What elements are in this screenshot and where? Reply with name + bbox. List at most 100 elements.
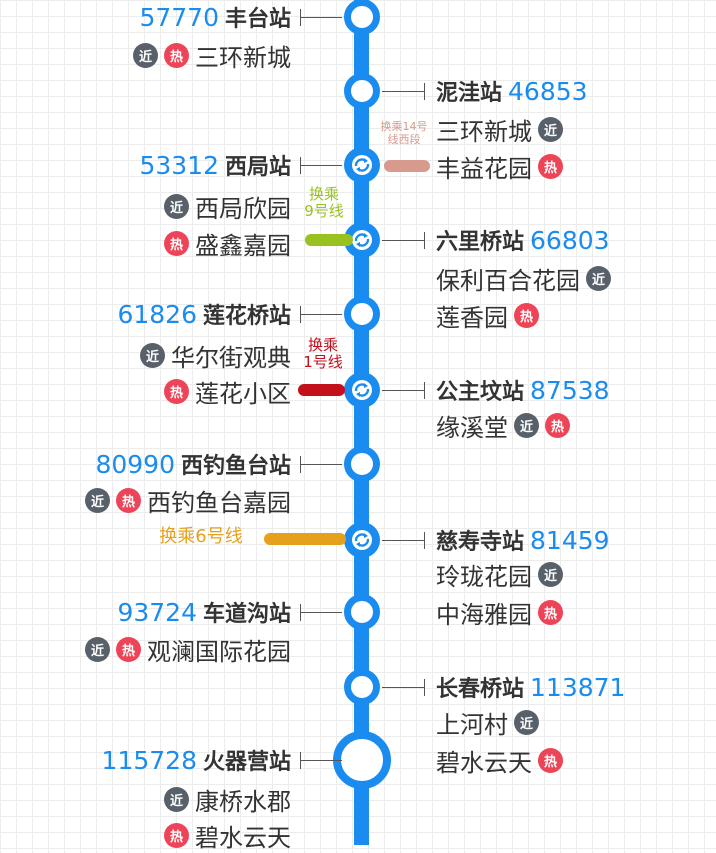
near-badge-icon: 近: [85, 487, 110, 513]
station-name: 莲花桥站: [202, 304, 291, 329]
community-item[interactable]: 近热观澜国际花园: [0, 632, 291, 666]
transfer-connector: [305, 234, 353, 246]
station-tick: [382, 83, 425, 100]
station-name: 西钓鱼台站: [180, 454, 291, 479]
community-item[interactable]: 近康桥水郡: [0, 782, 291, 816]
station-tick: [382, 382, 425, 399]
community-name: 盛鑫嘉园: [195, 231, 291, 260]
community-name: 三环新城: [436, 117, 532, 146]
community-item[interactable]: 三环新城近: [436, 112, 716, 146]
hot-badge-icon: 热: [164, 378, 189, 404]
passenger-count: 53312: [139, 150, 219, 180]
near-badge-icon: 近: [85, 636, 110, 662]
community-name: 莲花小区: [195, 379, 291, 408]
community-item[interactable]: 保利百合花园近: [436, 261, 716, 295]
hot-badge-icon: 热: [116, 487, 141, 513]
hot-badge-icon: 热: [116, 636, 141, 662]
near-badge-icon: 近: [164, 786, 189, 812]
hot-badge-icon: 热: [538, 747, 563, 773]
station-name: 丰台站: [224, 7, 291, 32]
station-tick: [300, 157, 342, 174]
station-name: 六里桥站: [436, 230, 525, 255]
station-name: 公主坟站: [436, 380, 525, 405]
transfer-station-icon[interactable]: [344, 147, 380, 183]
community-item[interactable]: 玲珑花园近: [436, 557, 716, 591]
transfer-label: 换乘14号线西段: [380, 120, 428, 146]
station-node[interactable]: [344, 0, 380, 35]
station-name: 慈寿寺站: [436, 530, 525, 555]
hot-badge-icon: 热: [164, 822, 189, 848]
transfer-station-icon[interactable]: [344, 222, 380, 258]
station-node[interactable]: [344, 296, 380, 332]
near-badge-icon: 近: [164, 193, 189, 219]
station-tick: [382, 232, 425, 249]
community-name: 康桥水郡: [195, 787, 291, 816]
hot-badge-icon: 热: [164, 42, 189, 68]
community-item[interactable]: 缘溪堂近热: [436, 408, 716, 442]
community-name: 西局欣园: [195, 194, 291, 223]
community-name: 保利百合花园: [436, 266, 580, 295]
station-tick: [300, 752, 342, 769]
community-name: 莲香园: [436, 303, 508, 332]
near-badge-icon: 近: [538, 116, 563, 142]
community-name: 碧水云天: [195, 823, 291, 852]
passenger-count: 115728: [101, 745, 197, 775]
community-name: 华尔街观典: [171, 343, 291, 372]
station-tick: [300, 306, 342, 323]
community-name: 中海雅园: [436, 600, 532, 629]
passenger-count: 80990: [95, 449, 175, 479]
community-name: 三环新城: [195, 43, 291, 72]
station-node[interactable]: [344, 446, 380, 482]
near-badge-icon: 近: [538, 561, 563, 587]
community-item[interactable]: 热盛鑫嘉园: [0, 226, 291, 260]
community-item[interactable]: 丰益花园热: [436, 149, 716, 183]
station-name: 泥洼站: [436, 81, 503, 106]
community-item[interactable]: 近热三环新城: [0, 38, 291, 72]
passenger-count: 87538: [530, 375, 610, 405]
community-name: 西钓鱼台嘉园: [147, 488, 291, 517]
transfer-station-icon[interactable]: [344, 372, 380, 408]
community-item[interactable]: 近西局欣园: [0, 189, 291, 223]
station-node[interactable]: [344, 594, 380, 630]
community-item[interactable]: 莲香园热: [436, 298, 716, 332]
station-name: 西局站: [224, 155, 291, 180]
transfer-connector: [298, 384, 345, 396]
station-name: 车道沟站: [202, 602, 291, 627]
hot-badge-icon: 热: [538, 599, 563, 625]
hot-badge-icon: 热: [164, 230, 189, 256]
passenger-count: 61826: [117, 299, 197, 329]
community-name: 缘溪堂: [436, 413, 508, 442]
transfer-label: 换乘6号线: [159, 526, 243, 547]
community-item[interactable]: 近热西钓鱼台嘉园: [0, 483, 291, 517]
community-item[interactable]: 上河村近: [436, 705, 716, 739]
community-name: 观澜国际花园: [147, 637, 291, 666]
station-node[interactable]: [344, 669, 380, 705]
community-item[interactable]: 近华尔街观典: [0, 338, 291, 372]
near-badge-icon: 近: [133, 42, 158, 68]
station-tick: [300, 9, 342, 26]
passenger-count: 93724: [117, 597, 197, 627]
community-item[interactable]: 热碧水云天: [0, 818, 291, 852]
transfer-connector: [384, 160, 430, 172]
community-item[interactable]: 热莲花小区: [0, 374, 291, 408]
station-node[interactable]: [344, 73, 380, 109]
transfer-station-icon[interactable]: [344, 522, 380, 558]
community-item[interactable]: 碧水云天热: [436, 743, 716, 777]
community-item[interactable]: 中海雅园热: [436, 595, 716, 629]
passenger-count: 81459: [530, 525, 610, 555]
passenger-count: 46853: [508, 76, 588, 106]
near-badge-icon: 近: [514, 709, 539, 735]
